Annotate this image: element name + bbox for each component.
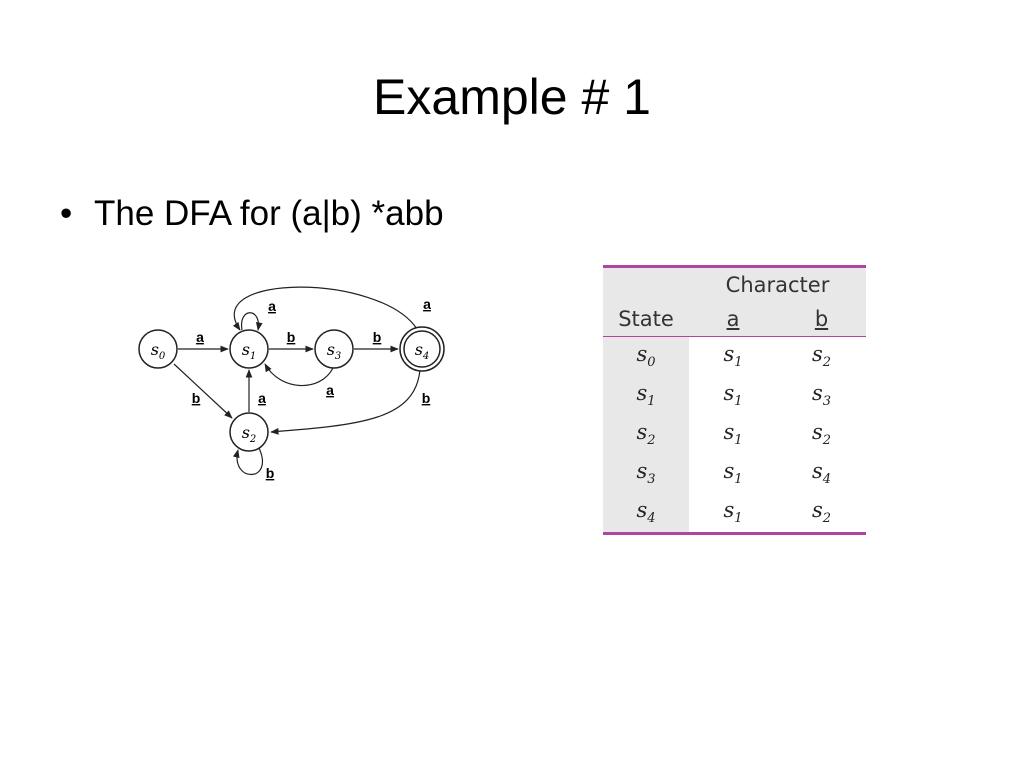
edge-label-s1-s3: b [287,329,296,345]
state-node-s4: s4 [399,326,445,372]
state-subscript: 3 [335,351,341,362]
state-label: s [242,340,250,359]
edge-label-s1-s1: a [268,298,276,314]
edge-label-s2-s1: a [258,390,266,406]
state-label: s [415,340,423,359]
svg-text:s4: s4 [415,340,430,362]
column-header-a: a [689,302,777,337]
cell-b: s4 [811,459,832,488]
cell-a: s1 [723,381,743,410]
edge-label-s0-s1: a [196,329,204,345]
cell-a: s1 [723,498,743,527]
row-state-cell: s3 [603,454,689,493]
edge-label-s3-s4: b [373,329,382,345]
column-header-b: b [777,302,866,337]
state-subscript: 4 [422,351,429,362]
edge-s3-s1 [264,363,334,387]
dfa-diagram: a b a b a b a b a b s0 s1 s2 s3 s4 [138,286,445,481]
table-row: s2 s1 s2 [603,415,866,454]
edge-label-s4-s2: b [422,390,431,406]
transition-table: Character State a b s0 s1 s2 s1 s1 s3 s2… [603,265,866,535]
bullet-item: • The DFA for (a|b) *abb [60,190,444,238]
state-node-s0: s0 [138,329,178,369]
cell-b: s2 [811,498,832,527]
state-subscript: 2 [249,434,256,445]
state-subscript: 1 [250,351,256,362]
row-state-cell: s4 [603,493,689,534]
table-row: s0 s1 s2 [603,336,866,376]
edge-s2-s2 [232,447,263,475]
cell-a: s1 [723,420,743,449]
slide-title: Example # 1 [373,69,651,125]
table-row: s1 s1 s3 [603,376,866,415]
svg-text:s2: s2 [242,423,257,445]
bullet-text: The DFA for (a|b) *abb [94,194,444,233]
row-state-cell: s1 [603,376,689,415]
character-header: Character [689,266,866,302]
edge-label-s3-s1: a [326,382,334,398]
state-label: s [327,340,335,359]
state-header: State [603,302,689,337]
state-node-s2: s2 [229,412,269,452]
cell-b: s2 [811,420,832,449]
state-label: s [151,340,159,359]
cell-a: s1 [723,342,743,371]
state-subscript: 0 [159,351,166,362]
edge-label-s4-s1: a [423,296,431,312]
table-row: s4 s1 s2 [603,493,866,534]
table-corner [603,266,689,302]
row-state-cell: s2 [603,415,689,454]
edge-s4-s2 [270,369,421,435]
cell-b: s3 [811,381,832,410]
svg-text:s0: s0 [151,340,166,362]
edge-s1-s1 [241,312,263,331]
row-state-cell: s0 [603,336,689,376]
table-row: s3 s1 s4 [603,454,866,493]
cell-b: s2 [811,342,832,371]
edge-s4-s1 [232,286,418,331]
edge-label-s0-s2: b [192,390,201,406]
svg-text:s3: s3 [327,340,342,362]
cell-a: s1 [723,459,743,488]
svg-text:s1: s1 [242,340,257,362]
bullet-dot-icon: • [60,194,73,233]
edge-s0-s2 [173,363,233,419]
edge-label-s2-s2: b [266,465,275,481]
state-node-s3: s3 [314,329,354,369]
state-node-s1: s1 [229,329,269,369]
state-label: s [242,423,250,442]
